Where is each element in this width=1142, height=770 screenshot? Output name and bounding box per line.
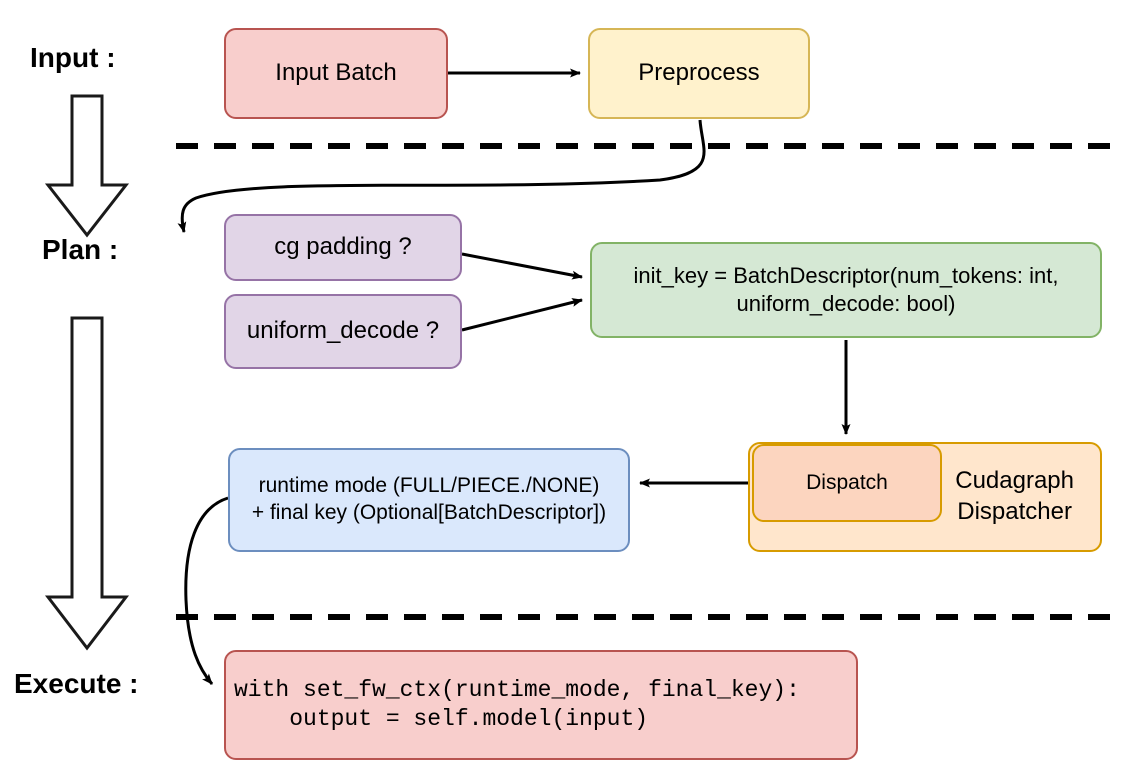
node-init-key-text: init_key = BatchDescriptor(num_tokens: i… [634, 262, 1059, 318]
stage-label-execute: Execute : [14, 668, 139, 699]
node-init-key-line1: init_key = BatchDescriptor(num_tokens: i… [633, 262, 1059, 288]
node-preprocess-label: Preprocess [638, 59, 760, 87]
node-runtime-mode-line1: runtime mode (FULL/PIECE./NONE) [258, 474, 600, 498]
input-to-plan-flow-arrow [44, 94, 130, 238]
node-init-key-line2: uniform_decode: bool) [736, 291, 956, 316]
node-uniform-decode-label: uniform_decode ? [246, 317, 440, 345]
node-init-key[interactable]: init_key = BatchDescriptor(num_tokens: i… [590, 242, 1102, 338]
stage-label-plan: Plan : [42, 234, 119, 265]
node-dispatch-label: Dispatch [806, 470, 888, 494]
edge-uniform-decode-to-init-key [461, 298, 583, 332]
node-uniform-decode[interactable]: uniform_decode ? [224, 294, 462, 369]
plan-to-execute-flow-arrow [44, 316, 130, 651]
node-runtime-mode-line2: + final key (Optional[BatchDescriptor]) [251, 501, 607, 524]
node-execute-code-line1: with set_fw_ctx(runtime_mode, final_key)… [234, 676, 800, 703]
node-runtime-mode-text: runtime mode (FULL/PIECE./NONE) + final … [252, 473, 606, 527]
edge-cg-padding-to-init-key [461, 252, 583, 280]
node-runtime-mode[interactable]: runtime mode (FULL/PIECE./NONE) + final … [228, 448, 630, 552]
node-execute-code-line2: output = self.model(input) [234, 706, 649, 732]
node-input-batch[interactable]: Input Batch [224, 28, 448, 119]
node-dispatch[interactable]: Dispatch [752, 444, 942, 522]
node-cudagraph-dispatcher-line1: Cudagraph [955, 467, 1074, 495]
node-preprocess[interactable]: Preprocess [588, 28, 810, 119]
node-cg-padding-label: cg padding ? [274, 233, 412, 261]
node-input-batch-label: Input Batch [275, 59, 397, 87]
stage-label-input: Input : [30, 42, 116, 73]
node-cudagraph-dispatcher-line2: Dispatcher [957, 498, 1072, 525]
node-cg-padding[interactable]: cg padding ? [224, 214, 462, 281]
edge-runtime-mode-to-execute-code [184, 496, 229, 685]
node-cudagraph-dispatcher-text: Cudagraph Dispatcher [955, 466, 1074, 527]
node-execute-code[interactable]: with set_fw_ctx(runtime_mode, final_key)… [224, 650, 858, 760]
node-execute-code-text: with set_fw_ctx(runtime_mode, final_key)… [234, 676, 800, 735]
